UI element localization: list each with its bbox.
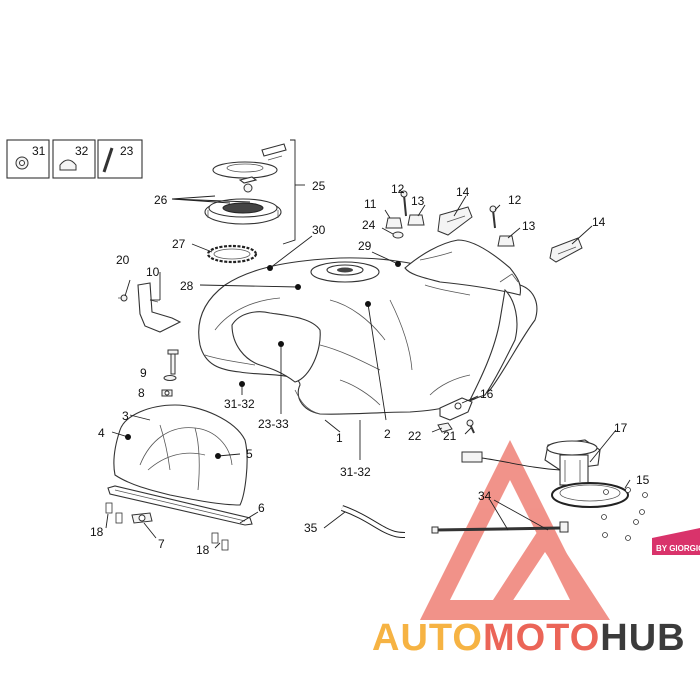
small-parts-top bbox=[385, 190, 583, 263]
leader-lines bbox=[105, 189, 631, 549]
fuel-pump-17 bbox=[461, 439, 648, 541]
callout-29: 29 bbox=[358, 239, 372, 253]
watermark-moto: MOTO bbox=[483, 617, 600, 659]
callout-15: 15 bbox=[636, 473, 650, 487]
callout-24: 24 bbox=[362, 218, 376, 232]
watermark-auto: AUTO bbox=[372, 617, 483, 659]
callout-35: 35 bbox=[304, 521, 318, 535]
callout-6: 6 bbox=[258, 501, 265, 515]
callout-labels: 26 27 25 28 30 29 20 10 9 8 31-32 23-33 … bbox=[90, 179, 650, 557]
callout-13-a: 13 bbox=[411, 194, 425, 208]
legend-label-23: 23 bbox=[120, 144, 134, 158]
legend-label-31: 31 bbox=[32, 144, 46, 158]
callout-20: 20 bbox=[116, 253, 130, 267]
callout-34: 34 bbox=[478, 489, 492, 503]
callout-4: 4 bbox=[98, 426, 105, 440]
callout-30: 30 bbox=[312, 223, 326, 237]
watermark-text: AUTOMOTOHUB bbox=[372, 617, 686, 659]
callout-8: 8 bbox=[138, 386, 145, 400]
legend-label-32: 32 bbox=[75, 144, 89, 158]
callout-26: 26 bbox=[154, 193, 168, 207]
callout-3: 3 bbox=[122, 409, 129, 423]
lower-fasteners bbox=[105, 502, 229, 551]
callout-12-a: 12 bbox=[391, 182, 405, 196]
bracket-10 bbox=[118, 282, 182, 333]
callout-14-a: 14 bbox=[456, 185, 470, 199]
legend-box-32: 32 bbox=[52, 139, 96, 179]
watermark-logo bbox=[420, 440, 610, 620]
fuel-tank bbox=[198, 239, 538, 415]
brand-badge-text: BY GIORGIO bbox=[656, 544, 700, 553]
callout-12-b: 12 bbox=[508, 193, 522, 207]
callout-11: 11 bbox=[364, 197, 377, 211]
callout-18-a: 18 bbox=[90, 525, 104, 539]
filler-cap-assembly bbox=[204, 139, 305, 264]
callout-14-b: 14 bbox=[592, 215, 606, 229]
callout-21: 21 bbox=[443, 429, 457, 443]
svg-text:AUTOMOTOHUB: AUTOMOTOHUB bbox=[372, 617, 686, 659]
callout-7: 7 bbox=[158, 537, 165, 551]
callout-17: 17 bbox=[614, 421, 628, 435]
callout-23-33: 23-33 bbox=[258, 417, 289, 431]
callout-13-b: 13 bbox=[522, 219, 536, 233]
legend-box-31: 31 bbox=[6, 139, 50, 179]
callout-22: 22 bbox=[408, 429, 422, 443]
watermark-hub: HUB bbox=[600, 617, 685, 659]
callout-2: 2 bbox=[384, 427, 391, 441]
callout-5: 5 bbox=[246, 447, 253, 461]
hoses bbox=[340, 505, 569, 538]
brand-badge: BY GIORGIO bbox=[652, 528, 700, 555]
mount-bracket-16 bbox=[437, 397, 475, 434]
callout-1: 1 bbox=[336, 431, 343, 445]
callout-18-b: 18 bbox=[196, 543, 210, 557]
callout-31-32-a: 31-32 bbox=[224, 397, 255, 411]
callout-25: 25 bbox=[312, 179, 326, 193]
callout-10: 10 bbox=[146, 265, 160, 279]
callout-9: 9 bbox=[140, 366, 147, 380]
callout-16: 16 bbox=[480, 387, 494, 401]
legend-box-23: 23 bbox=[97, 139, 143, 179]
bolt-stack-left bbox=[161, 349, 179, 397]
watermark-triangle-inner bbox=[480, 520, 610, 620]
callout-27: 27 bbox=[172, 237, 186, 251]
side-cover bbox=[107, 404, 253, 526]
callout-31-32-b: 31-32 bbox=[340, 465, 371, 479]
callout-28: 28 bbox=[180, 279, 194, 293]
